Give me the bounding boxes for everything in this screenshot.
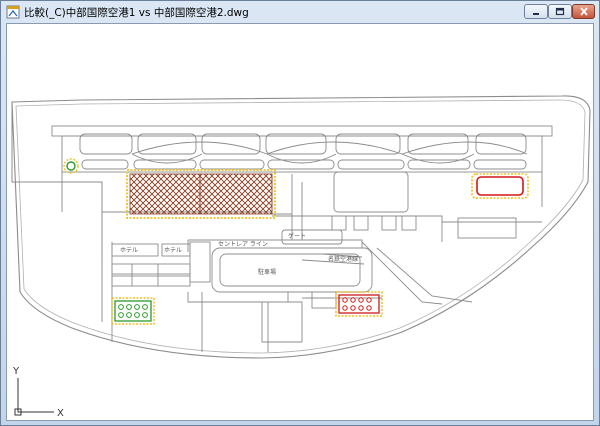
- maximize-button[interactable]: [548, 4, 572, 19]
- drawing-plan: ホテル ホテル ゲート セントレア ライン 駐車場 名鉄空港線 Y X: [11, 95, 591, 419]
- ucs-x-label: X: [57, 408, 64, 419]
- terminal-building: [51, 125, 553, 212]
- added-object-grid: [335, 291, 383, 317]
- hatched-parking-area: [129, 173, 273, 215]
- removed-object-grid: [111, 297, 155, 325]
- label-meitetsu-station: 名鉄空港線: [328, 255, 358, 263]
- added-object-right: [476, 176, 524, 196]
- label-central-line: セントレア ライン: [218, 241, 268, 248]
- drawing-file-icon: [6, 5, 20, 19]
- ucs-y-label: Y: [12, 366, 20, 377]
- minimize-icon: [533, 12, 539, 15]
- revision-cloud-small: [63, 158, 79, 174]
- window-title: 比較(_C)中部国際空港1 vs 中部国際空港2.dwg: [24, 7, 249, 19]
- label-hotel-1: ホテル: [120, 247, 138, 254]
- site-boundary: [11, 95, 591, 359]
- label-parking: 駐車場: [258, 268, 276, 276]
- minimize-button[interactable]: [524, 4, 548, 19]
- title-bar[interactable]: 比較(_C)中部国際空港1 vs 中部国際空港2.dwg: [1, 1, 599, 23]
- close-button[interactable]: [572, 4, 595, 19]
- drawing-canvas[interactable]: ホテル ホテル ゲート セントレア ライン 駐車場 名鉄空港線 Y X: [6, 23, 594, 421]
- close-icon: [579, 7, 588, 16]
- label-gate: ゲート: [288, 232, 306, 240]
- ucs-icon: [14, 378, 54, 416]
- removed-object-circle: [66, 161, 76, 171]
- maximize-icon: [555, 7, 565, 16]
- label-hotel-2: ホテル: [164, 247, 182, 254]
- revision-cloud-parking: [126, 169, 276, 219]
- revision-cloud-right: [471, 173, 529, 199]
